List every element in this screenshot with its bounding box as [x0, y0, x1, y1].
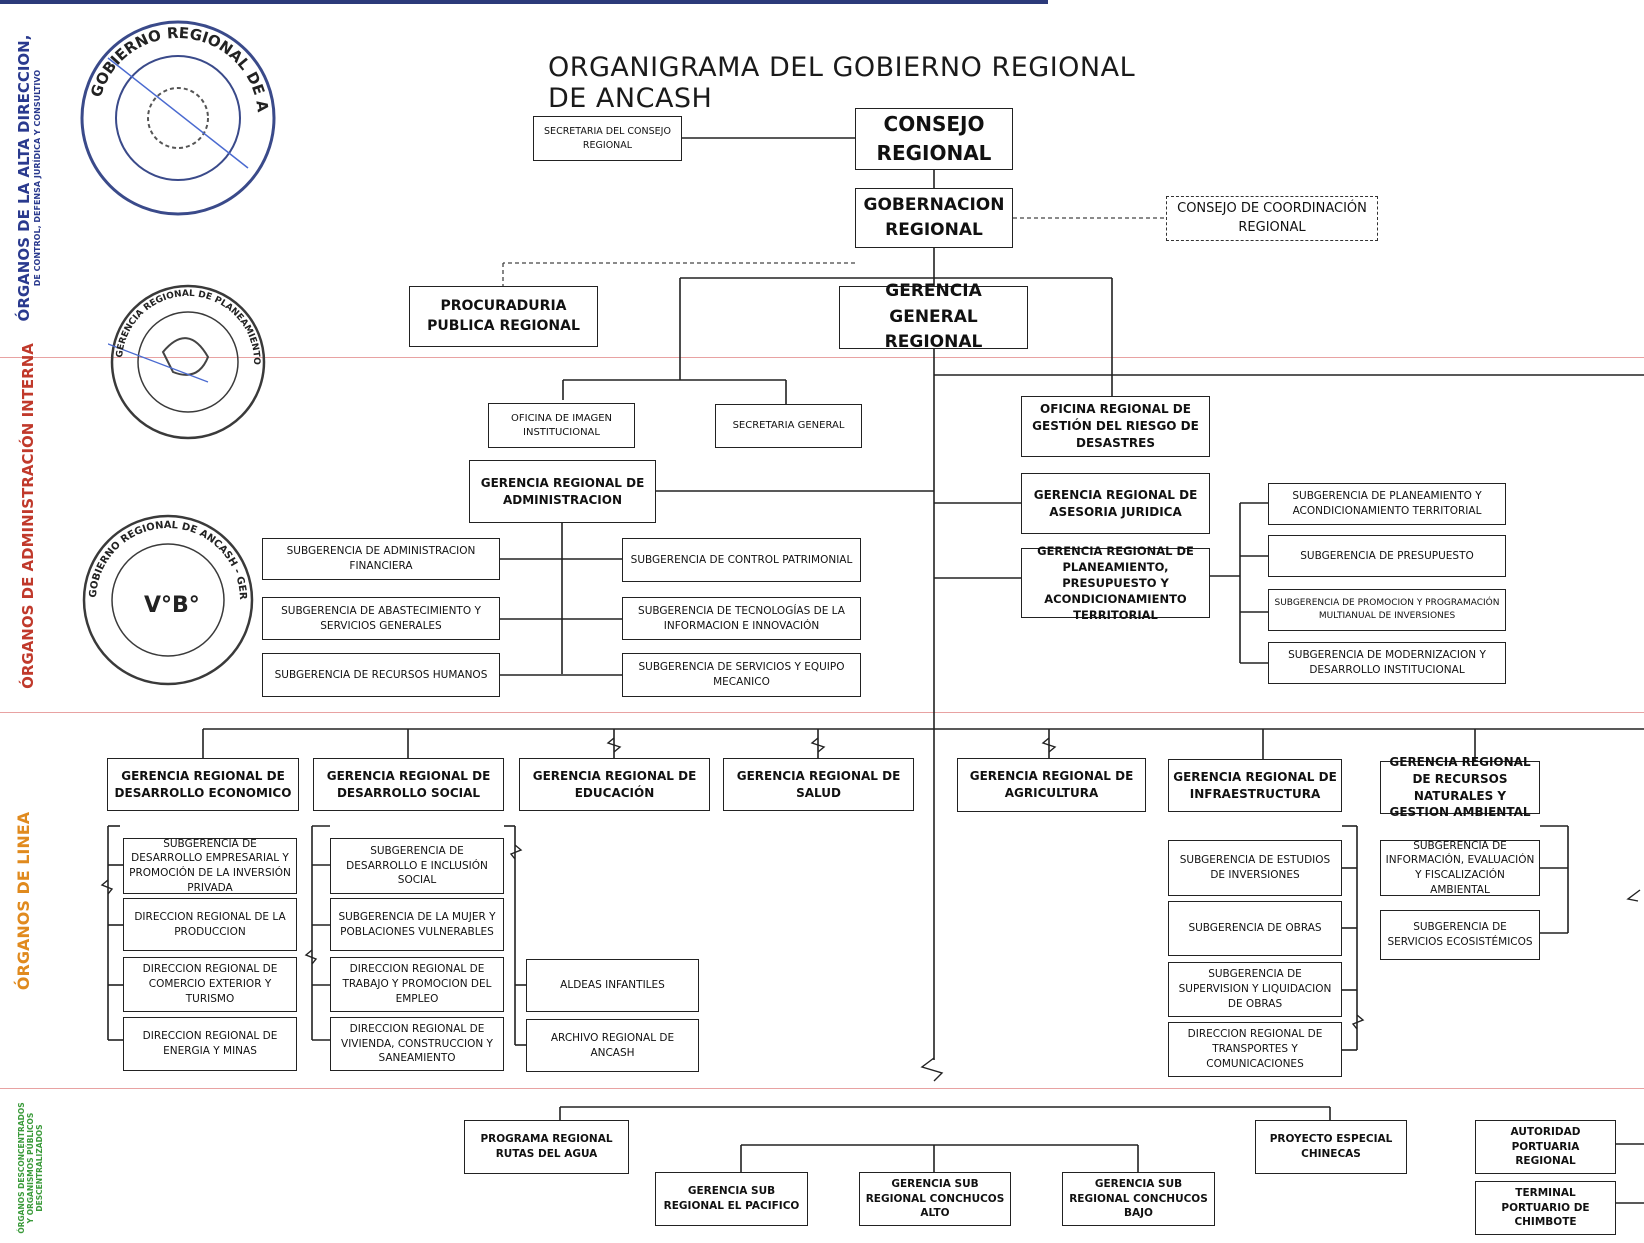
gr-educacion-box: GERENCIA REGIONAL DE EDUCACIÓN [519, 758, 710, 811]
gr-planeamiento-box: GERENCIA REGIONAL DE PLANEAMIENTO, PRESU… [1021, 544, 1210, 622]
gr-administracion-box: GERENCIA REGIONAL DE ADMINISTRACION [469, 460, 656, 523]
sg-obras-box: SUBGERENCIA DE OBRAS [1168, 901, 1342, 956]
dr-produccion-box: DIRECCION REGIONAL DE LA PRODUCCION [123, 898, 297, 951]
secretaria-general-box: SECRETARIA GENERAL [715, 404, 862, 448]
consejo-regional-box: CONSEJO REGIONAL [855, 108, 1013, 170]
gsr-conchucos-alto-box: GERENCIA SUB REGIONAL CONCHUCOS ALTO [859, 1172, 1011, 1226]
sg-rrhh-box: SUBGERENCIA DE RECURSOS HUMANOS [262, 653, 500, 697]
sg-control-patrimonial-box: SUBGERENCIA DE CONTROL PATRIMONIAL [622, 538, 861, 582]
sg-mujer-box: SUBGERENCIA DE LA MUJER Y POBLACIONES VU… [330, 898, 504, 951]
gsr-conchucos-bajo-box: GERENCIA SUB REGIONAL CONCHUCOS BAJO [1062, 1172, 1215, 1226]
gsr-pacifico-box: GERENCIA SUB REGIONAL EL PACIFICO [655, 1172, 808, 1226]
consejo-coordinacion-box: CONSEJO DE COORDINACIÓN REGIONAL [1166, 196, 1378, 241]
section-divider [0, 357, 1644, 358]
gr-infraestructura-box: GERENCIA REGIONAL DE INFRAESTRUCTURA [1168, 759, 1342, 812]
gerencia-general-box: GERENCIA GENERAL REGIONAL [839, 281, 1028, 352]
dr-trabajo-box: DIRECCION REGIONAL DE TRABAJO Y PROMOCIO… [330, 957, 504, 1012]
asesoria-juridica-stamp: V°B° GOBIERNO REGIONAL DE ANCASH - GEREN… [76, 504, 256, 688]
sg-admin-financiera-box: SUBGERENCIA DE ADMINISTRACION FINANCIERA [262, 538, 500, 580]
top-border [0, 0, 1048, 4]
gobernacion-regional-box: GOBERNACION REGIONAL [855, 188, 1013, 248]
procuraduria-box: PROCURADURIA PUBLICA REGIONAL [409, 286, 598, 347]
sg-abastecimiento-box: SUBGERENCIA DE ABASTECIMIENTO Y SERVICIO… [262, 597, 500, 640]
sg-estudios-box: SUBGERENCIA DE ESTUDIOS DE INVERSIONES [1168, 840, 1342, 896]
sg-planeamiento-box: SUBGERENCIA DE PLANEAMIENTO Y ACONDICION… [1268, 483, 1506, 525]
programa-agua-box: PROGRAMA REGIONAL RUTAS DEL AGUA [464, 1120, 629, 1174]
planeamiento-stamp: GERENCIA REGIONAL DE PLANEAMIENTO Y ACON… [102, 275, 268, 442]
sg-informacion-box: SUBGERENCIA DE INFORMACIÓN, EVALUACIÓN Y… [1380, 840, 1540, 896]
gr-recursos-box: GERENCIA REGIONAL DE RECURSOS NATURALES … [1380, 755, 1540, 819]
section-divider [0, 712, 1644, 713]
chart-title: ORGANIGRAMA DEL GOBIERNO REGIONAL DE ANC… [548, 52, 1136, 114]
sg-ecosistemicos-box: SUBGERENCIA DE SERVICIOS ECOSISTÉMICOS [1380, 910, 1540, 960]
terminal-chimbote-box: TERMINAL PORTUARIO DE CHIMBOTE [1475, 1181, 1616, 1235]
autoridad-portuaria-box: AUTORIDAD PORTUARIA REGIONAL [1475, 1120, 1616, 1174]
dr-comercio-box: DIRECCION REGIONAL DE COMERCIO EXTERIOR … [123, 957, 297, 1012]
official-seal-stamp: GOBIERNO REGIONAL DE ANCASH [72, 4, 278, 218]
sg-modernizacion-box: SUBGERENCIA DE MODERNIZACION Y DESARROLL… [1268, 642, 1506, 684]
sg-supervision-box: SUBGERENCIA DE SUPERVISION Y LIQUIDACION… [1168, 962, 1342, 1017]
aldeas-box: ALDEAS INFANTILES [526, 959, 699, 1012]
gr-des-social-box: GERENCIA REGIONAL DE DESARROLLO SOCIAL [313, 758, 504, 811]
gr-agricultura-box: GERENCIA REGIONAL DE AGRICULTURA [957, 758, 1146, 812]
oficina-riesgo-box: OFICINA REGIONAL DE GESTIÓN DEL RIESGO D… [1021, 396, 1210, 457]
oficina-imagen-box: OFICINA DE IMAGEN INSTITUCIONAL [488, 403, 635, 448]
proyecto-chinecas-box: PROYECTO ESPECIAL CHINECAS [1255, 1120, 1407, 1174]
sg-presupuesto-box: SUBGERENCIA DE PRESUPUESTO [1268, 535, 1506, 577]
section-divider [0, 1088, 1644, 1089]
svg-text:V°B°: V°B° [144, 593, 200, 618]
dr-energia-box: DIRECCION REGIONAL DE ENERGIA Y MINAS [123, 1017, 297, 1071]
secretaria-consejo-box: SECRETARIA DEL CONSEJO REGIONAL [533, 116, 682, 161]
sg-promocion-box: SUBGERENCIA DE PROMOCION Y PROGRAMACIÓN … [1268, 589, 1506, 631]
dr-vivienda-box: DIRECCION REGIONAL DE VIVIENDA, CONSTRUC… [330, 1017, 504, 1071]
dr-transportes-box: DIRECCION REGIONAL DE TRANSPORTES Y COMU… [1168, 1022, 1342, 1077]
gr-salud-box: GERENCIA REGIONAL DE SALUD [723, 758, 914, 811]
sg-servicios-equipo-box: SUBGERENCIA DE SERVICIOS Y EQUIPO MECANI… [622, 653, 861, 697]
gr-asesoria-box: GERENCIA REGIONAL DE ASESORIA JURIDICA [1021, 473, 1210, 534]
sg-tecnologias-box: SUBGERENCIA DE TECNOLOGÍAS DE LA INFORMA… [622, 597, 861, 640]
sg-empresarial-box: SUBGERENCIA DE DESARROLLO EMPRESARIAL Y … [123, 838, 297, 894]
archivo-box: ARCHIVO REGIONAL DE ANCASH [526, 1019, 699, 1072]
gr-des-economico-box: GERENCIA REGIONAL DE DESARROLLO ECONOMIC… [107, 758, 299, 811]
sg-inclusion-box: SUBGERENCIA DE DESARROLLO E INCLUSIÓN SO… [330, 838, 504, 894]
